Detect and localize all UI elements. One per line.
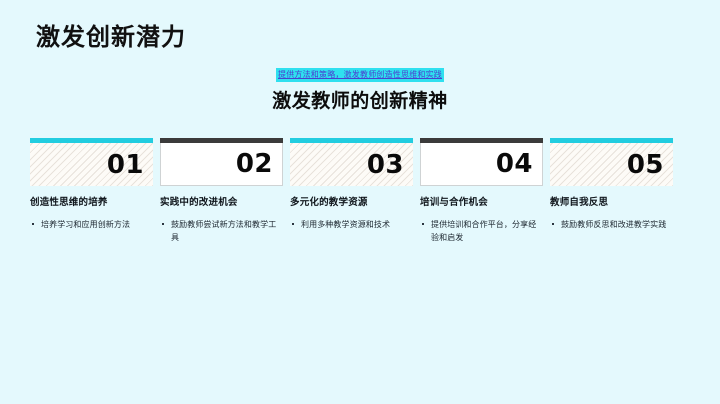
card-accent-bar [30, 138, 153, 143]
card-heading: 培训与合作机会 [420, 197, 488, 208]
list-item: 利用多种教学资源和技术 [290, 218, 409, 231]
card-bullet-list: 鼓励教师反思和改进教学实践 [550, 218, 669, 231]
list-item: 鼓励教师反思和改进教学实践 [550, 218, 669, 231]
card-03[interactable]: 03 多元化的教学资源 利用多种教学资源和技术 [290, 138, 413, 244]
card-accent-bar [160, 138, 283, 143]
card-body: 培训与合作机会 提供培训和合作平台，分享经验和启发 [420, 186, 543, 244]
card-number: 02 [235, 149, 273, 179]
card-body: 多元化的教学资源 利用多种教学资源和技术 [290, 186, 413, 231]
card-number-box: 03 [290, 143, 413, 186]
main-heading: 激发教师的创新精神 [272, 91, 448, 112]
card-number-box: 02 [160, 143, 283, 186]
card-number-box: 01 [30, 143, 153, 186]
card-accent-bar [290, 138, 413, 143]
card-heading: 实践中的改进机会 [160, 197, 238, 208]
card-number: 01 [106, 149, 144, 180]
card-04[interactable]: 04 培训与合作机会 提供培训和合作平台，分享经验和启发 [420, 138, 543, 244]
card-number: 04 [495, 149, 533, 179]
card-heading: 教师自我反思 [550, 197, 609, 208]
card-bullet-list: 利用多种教学资源和技术 [290, 218, 409, 231]
subtitle-link[interactable]: 提供方法和策略，激发教师创造性思维和实践 [276, 68, 444, 82]
center-heading-block: 提供方法和策略，激发教师创造性思维和实践 激发教师的创新精神 [0, 64, 720, 114]
card-body: 实践中的改进机会 鼓励教师尝试新方法和教学工具 [160, 186, 283, 244]
card-accent-bar [420, 138, 543, 143]
card-heading: 多元化的教学资源 [290, 197, 368, 208]
card-heading: 创造性思维的培养 [30, 197, 108, 208]
list-item: 鼓励教师尝试新方法和教学工具 [160, 218, 279, 244]
card-bullet-list: 提供培训和合作平台，分享经验和启发 [420, 218, 539, 244]
card-bullet-list: 培养学习和应用创新方法 [30, 218, 149, 231]
card-01[interactable]: 01 创造性思维的培养 培养学习和应用创新方法 [30, 138, 153, 244]
list-item: 培养学习和应用创新方法 [30, 218, 149, 231]
card-05[interactable]: 05 教师自我反思 鼓励教师反思和改进教学实践 [550, 138, 673, 244]
card-accent-bar [550, 138, 673, 143]
card-number-box: 05 [550, 143, 673, 186]
card-body: 教师自我反思 鼓励教师反思和改进教学实践 [550, 186, 673, 231]
list-item: 提供培训和合作平台，分享经验和启发 [420, 218, 539, 244]
card-body: 创造性思维的培养 培养学习和应用创新方法 [30, 186, 153, 231]
page-title: 激发创新潜力 [36, 24, 186, 51]
cards-row: 01 创造性思维的培养 培养学习和应用创新方法 02 实践中的改进机会 鼓励教师… [30, 138, 720, 244]
card-bullet-list: 鼓励教师尝试新方法和教学工具 [160, 218, 279, 244]
card-number-box: 04 [420, 143, 543, 186]
card-number: 05 [626, 149, 664, 180]
card-02[interactable]: 02 实践中的改进机会 鼓励教师尝试新方法和教学工具 [160, 138, 283, 244]
card-number: 03 [366, 149, 404, 180]
